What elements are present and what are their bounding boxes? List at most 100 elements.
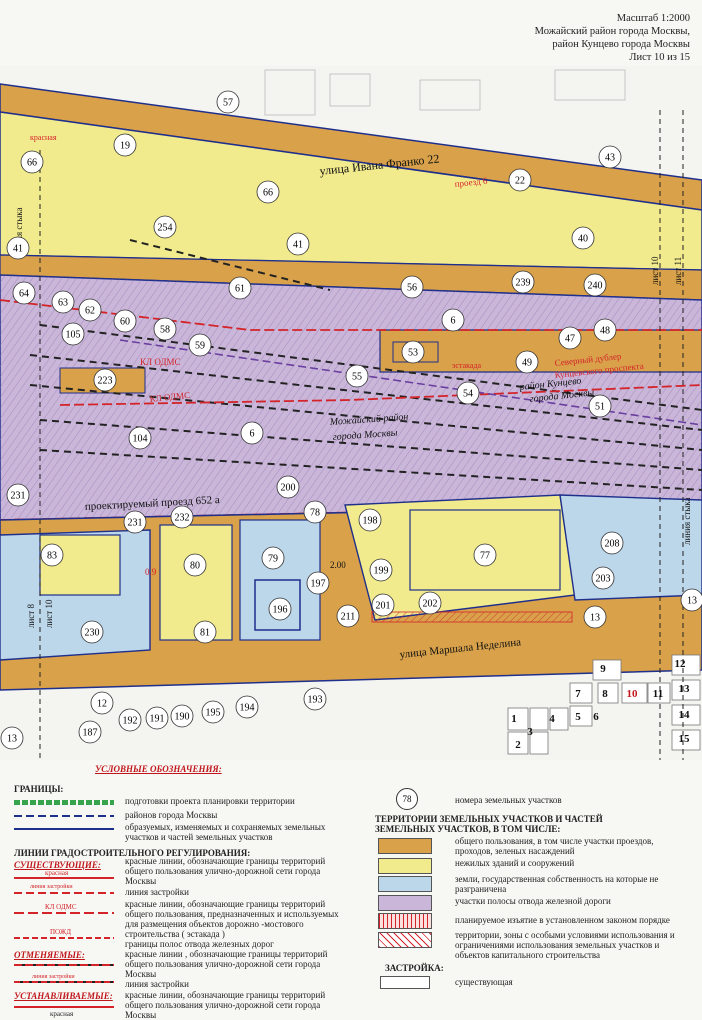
parcel-marker-circle [118, 708, 142, 732]
parcel-marker-41[interactable]: 41 [6, 236, 30, 260]
parcel-marker-13[interactable]: 13 [583, 605, 607, 629]
parcel-marker-6[interactable]: 6 [441, 308, 465, 332]
parcel-number: 211 [341, 612, 356, 623]
parcel-marker-12[interactable]: 12 [90, 691, 114, 715]
parcel-marker-104[interactable]: 104 [128, 426, 152, 450]
parcel-marker-81[interactable]: 81 [193, 620, 217, 644]
parcel-marker-254[interactable]: 254 [153, 215, 177, 239]
parcel-marker-196[interactable]: 196 [268, 597, 292, 621]
parcel-number: 61 [235, 284, 245, 295]
parcel-marker-223[interactable]: 223 [93, 368, 117, 392]
parcel-number: 231 [128, 518, 143, 529]
parcel-marker-6[interactable]: 6 [240, 421, 264, 445]
parcel-marker-199[interactable]: 199 [369, 558, 393, 582]
parcel-80-area[interactable] [159, 524, 233, 641]
parcel-marker-47[interactable]: 47 [558, 326, 582, 350]
parcel-marker-78[interactable]: 78 [303, 500, 327, 524]
parcel-number: 13 [7, 734, 17, 745]
district-boundary [119, 339, 702, 426]
legend-terr-1: ТЕРРИТОРИИ ЗЕМЕЛЬНЫХ УЧАСТКОВ И ЧАСТЕЙ [375, 814, 603, 824]
parcel-marker-61[interactable]: 61 [228, 276, 252, 300]
parcel-marker-231[interactable]: 231 [6, 483, 30, 507]
planned-seizure-hatch [371, 611, 573, 623]
parcel-marker-48[interactable]: 48 [593, 318, 617, 342]
parcel-marker-56[interactable]: 56 [400, 275, 424, 299]
legend-blue-2: разграничена [455, 884, 507, 894]
parcel-marker-105[interactable]: 105 [61, 322, 85, 346]
parcel-marker-200[interactable]: 200 [276, 475, 300, 499]
parcel-marker-66[interactable]: 66 [20, 150, 44, 174]
legend-red-1: красные линии, обозначающие границы терр… [125, 856, 326, 866]
parcel-marker-57[interactable]: 57 [216, 90, 240, 114]
parcel-number: 191 [150, 714, 165, 725]
building-number-12: 12 [675, 658, 687, 670]
parcel-marker-circle [153, 215, 177, 239]
parcel-number: 203 [596, 574, 611, 585]
legend-uch-2: участков и частей земельных участков [125, 832, 273, 842]
parcel-marker-79[interactable]: 79 [261, 546, 285, 570]
parcel-marker-41[interactable]: 41 [286, 232, 310, 256]
parcel-marker-83[interactable]: 83 [40, 543, 64, 567]
parcel-marker-202[interactable]: 202 [418, 591, 442, 615]
parcel-marker-19[interactable]: 19 [113, 133, 137, 157]
legend-exist: существующая [455, 977, 513, 987]
parcel-marker-64[interactable]: 64 [12, 281, 36, 305]
parcel-marker-59[interactable]: 59 [188, 333, 212, 357]
parcel-marker-60[interactable]: 60 [113, 309, 137, 333]
building-number-14: 14 [679, 709, 691, 721]
building-number-6: 6 [593, 711, 599, 723]
parcel-208-area[interactable] [559, 494, 702, 601]
label-sheet8: лист 8 [26, 604, 36, 628]
parcel-number: 12 [97, 699, 107, 710]
planning-map[interactable]: улица Ивана Франко 22 проезд 6 проектиру… [0, 66, 702, 760]
parcel-marker-190[interactable]: 190 [170, 704, 194, 728]
parcel-marker-239[interactable]: 239 [511, 270, 535, 294]
parcel-marker-195[interactable]: 195 [201, 700, 225, 724]
parcel-marker-240[interactable]: 240 [583, 273, 607, 297]
parcel-marker-22[interactable]: 22 [508, 168, 532, 192]
parcel-marker-77[interactable]: 77 [473, 543, 497, 567]
parcel-marker-13[interactable]: 13 [0, 726, 24, 750]
parcel-marker-203[interactable]: 203 [591, 566, 615, 590]
label-estakada: эстакада [452, 361, 482, 370]
legend-kl-3: для размещения объектов дорожно -мостово… [125, 919, 304, 929]
parcel-marker-66[interactable]: 66 [256, 180, 280, 204]
parcel-marker-208[interactable]: 208 [600, 531, 624, 555]
parcel-marker-circle [51, 290, 75, 314]
parcel-number: 63 [58, 298, 68, 309]
parcel-marker-194[interactable]: 194 [235, 695, 259, 719]
parcel-marker-51[interactable]: 51 [588, 394, 612, 418]
parcel-marker-231[interactable]: 231 [123, 510, 147, 534]
parcel-marker-230[interactable]: 230 [80, 620, 104, 644]
parcel-number: 47 [565, 334, 575, 345]
building-number-8: 8 [602, 688, 608, 700]
parcel-marker-13[interactable]: 13 [680, 588, 702, 612]
parcel-marker-193[interactable]: 193 [303, 687, 327, 711]
parcel-marker-circle [240, 421, 264, 445]
parcel-number: 57 [223, 98, 233, 109]
parcel-marker-40[interactable]: 40 [571, 226, 595, 250]
parcel-marker-43[interactable]: 43 [598, 145, 622, 169]
parcel-marker-circle [80, 620, 104, 644]
parcel-marker-58[interactable]: 58 [153, 317, 177, 341]
parcel-marker-53[interactable]: 53 [401, 340, 425, 364]
parcel-marker-80[interactable]: 80 [183, 553, 207, 577]
parcel-marker-201[interactable]: 201 [371, 593, 395, 617]
parcel-marker-232[interactable]: 232 [170, 505, 194, 529]
parcel-marker-211[interactable]: 211 [336, 604, 360, 628]
legend-swatch-hatch [378, 932, 432, 948]
parcel-marker-circle [61, 322, 85, 346]
parcel-marker-187[interactable]: 187 [78, 720, 102, 744]
parcel-marker-192[interactable]: 192 [118, 708, 142, 732]
parcel-marker-198[interactable]: 198 [358, 508, 382, 532]
parcel-marker-191[interactable]: 191 [145, 706, 169, 730]
parcel-marker-54[interactable]: 54 [456, 381, 480, 405]
legend-orange-1: общего пользования, в том числе участки … [455, 836, 654, 846]
parcel-marker-49[interactable]: 49 [515, 350, 539, 374]
parcel-marker-55[interactable]: 55 [345, 364, 369, 388]
parcel-marker-62[interactable]: 62 [78, 298, 102, 322]
legend-red-3: Москвы [125, 876, 157, 886]
parcel-marker-63[interactable]: 63 [51, 290, 75, 314]
parcel-marker-197[interactable]: 197 [306, 571, 330, 595]
legend-kl-4: строительства ( эстакада ) [125, 929, 225, 939]
